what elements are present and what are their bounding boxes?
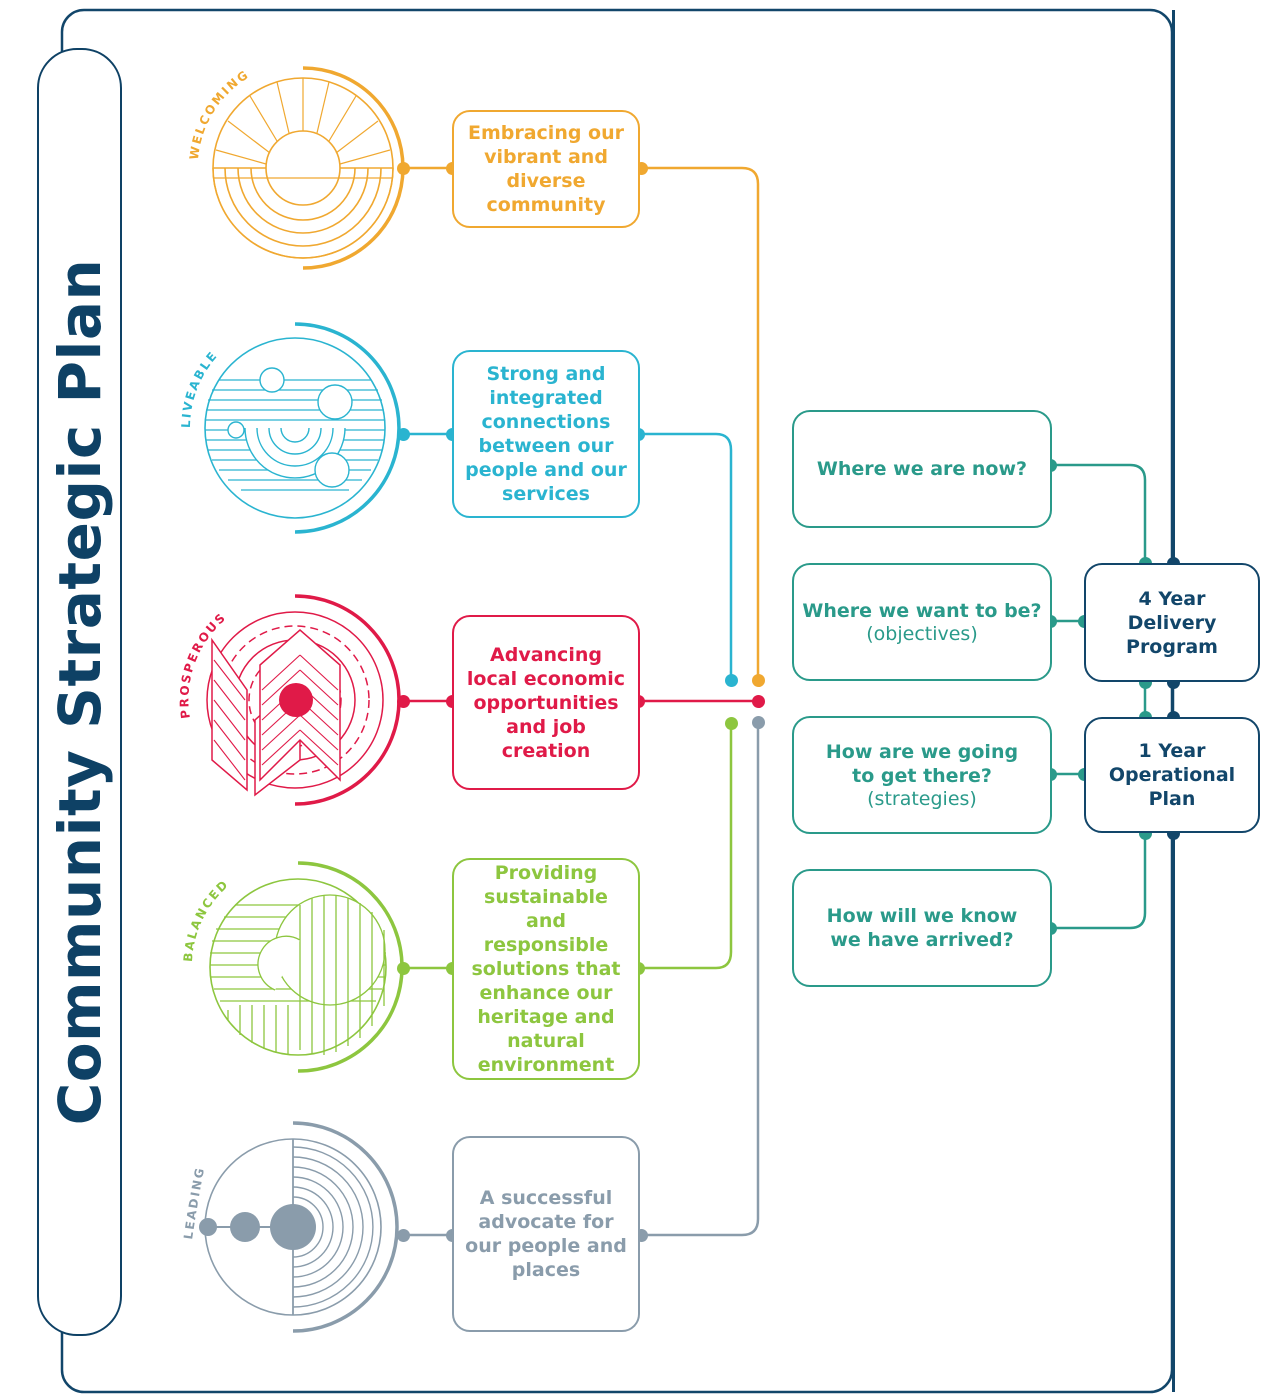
balanced-overlap-icon: [209, 861, 404, 1073]
question-box-now: Where we are now?: [792, 410, 1052, 528]
connector-dot: [396, 427, 410, 441]
pillar-text: A successful advocate for our people and…: [465, 1187, 627, 1281]
connector-dot: [396, 961, 410, 975]
welcoming-sun-icon: [212, 66, 405, 270]
connector-dot: [724, 716, 738, 730]
pillar-text: Advancing local economic opportunities a…: [466, 643, 626, 762]
question-box-arrived: How will we know we have arrived?: [792, 869, 1052, 987]
pillar-box-balanced: Providing sustainable and responsible so…: [452, 858, 640, 1080]
question-text: How will we know we have arrived?: [826, 905, 1018, 951]
question-subtext: (strategies): [867, 788, 977, 810]
plan-text: 4 Year Delivery Program: [1126, 587, 1218, 658]
question-box-objectives: Where we want to be? (objectives): [792, 563, 1052, 681]
plan-text: 1 Year Operational Plan: [1108, 740, 1236, 810]
question-subtext: (objectives): [866, 623, 978, 645]
question-text: Where we are now?: [816, 458, 1028, 480]
pillar-text: Embracing our vibrant and diverse commun…: [467, 122, 625, 216]
question-text: How are we going to get there?: [825, 741, 1019, 787]
connector-dot: [751, 694, 765, 708]
plan-box-operational-plan: 1 Year Operational Plan: [1084, 717, 1260, 833]
frame-link-top: [1172, 10, 1175, 563]
prosperous-arrows-icon: [206, 594, 401, 806]
plan-box-delivery-program: 4 Year Delivery Program: [1084, 563, 1260, 682]
connector-dot: [751, 673, 765, 687]
connector-dot: [396, 161, 410, 175]
pillar-connectors: [403, 166, 760, 1237]
connector-dot: [396, 694, 410, 708]
pillar-text: Strong and integrated connections betwee…: [465, 363, 627, 505]
pillar-box-leading: A successful advocate for our people and…: [452, 1136, 640, 1332]
frame-link-bottom: [1172, 833, 1175, 1392]
connector-dot: [396, 1228, 410, 1242]
leading-dots-icon: [199, 1121, 399, 1333]
connector-dot: [724, 673, 738, 687]
pillar-box-prosperous: Advancing local economic opportunities a…: [452, 615, 640, 790]
connector-dot: [751, 715, 765, 729]
page-title: Community Strategic Plan: [45, 258, 114, 1126]
welcoming-arc-label: WELCOMING: [187, 67, 252, 160]
pillar-box-liveable: Strong and integrated connections betwee…: [452, 350, 640, 518]
plan-connectors: [1050, 463, 1175, 930]
question-box-strategies: How are we going to get there? (strategi…: [792, 716, 1052, 834]
title-banner: Community Strategic Plan: [37, 48, 122, 1336]
pillar-box-welcoming: Embracing our vibrant and diverse commun…: [452, 110, 640, 228]
pillar-text: Providing sustainable and responsible so…: [471, 862, 621, 1076]
question-text: Where we want to be?: [802, 600, 1042, 622]
liveable-circles-icon: [204, 322, 401, 534]
